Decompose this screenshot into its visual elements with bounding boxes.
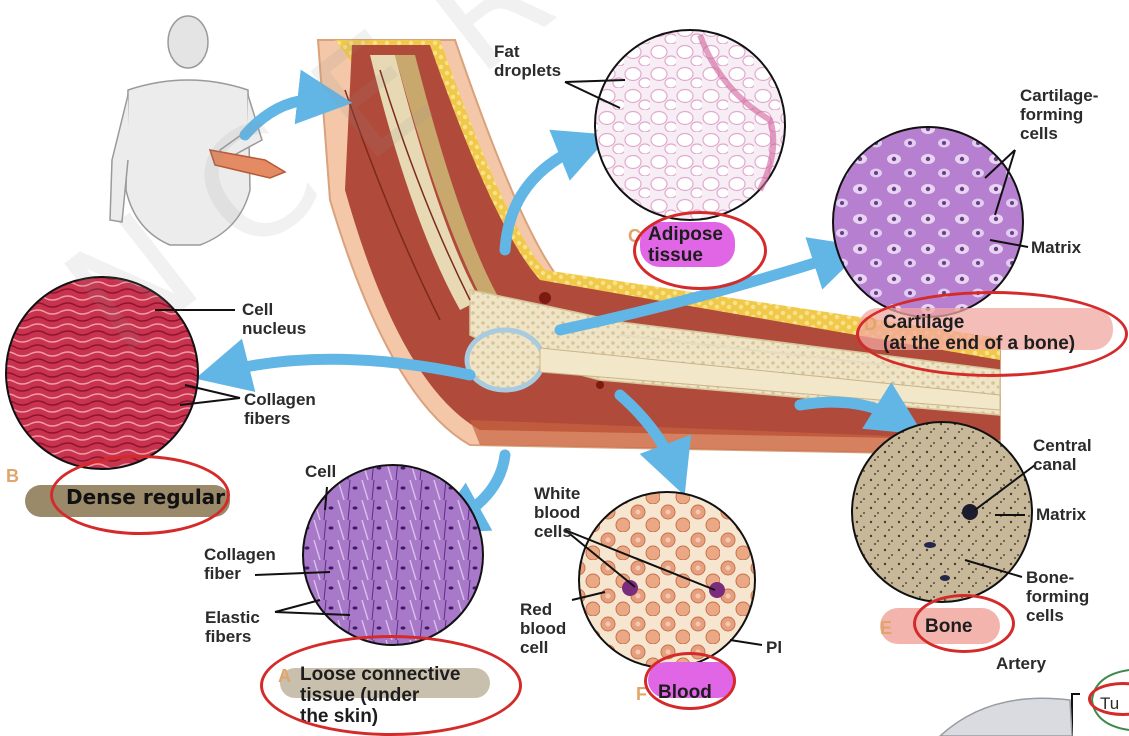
bone-matrix-label: Matrix bbox=[1036, 505, 1087, 524]
artery-title: Artery bbox=[996, 654, 1047, 673]
dense-ring bbox=[50, 455, 230, 535]
plasma-label: Pl bbox=[766, 638, 783, 657]
blood-letter: F bbox=[636, 684, 647, 704]
red-blood-cell-label: Red blood cell bbox=[520, 600, 567, 657]
arrows bbox=[195, 69, 924, 534]
cell-nucleus-label: Cell nucleus bbox=[242, 300, 307, 338]
leader-lines bbox=[155, 79, 1080, 736]
artery-partial-ring bbox=[1088, 682, 1129, 716]
loose-cell-label: Cell bbox=[305, 462, 337, 481]
blood-circle bbox=[578, 491, 756, 669]
elastic-fibers-label: Elastic fibers bbox=[205, 608, 260, 646]
collagen-fibers-label: Collagen fibers bbox=[244, 390, 316, 428]
blood-ring bbox=[644, 652, 736, 710]
bone-forming-cells-label: Bone- forming cells bbox=[1026, 568, 1090, 625]
bone-circle bbox=[851, 421, 1033, 603]
fat-droplets-label: Fat droplets bbox=[494, 42, 562, 80]
bone-letter: E bbox=[880, 618, 893, 638]
adipose-circle bbox=[594, 29, 786, 221]
cartilage-forming-cells-label: Cartilage- forming cells bbox=[1020, 86, 1099, 143]
cartilage-ring bbox=[856, 291, 1128, 377]
adipose-ring bbox=[633, 211, 767, 290]
collagen-fiber-label: Collagen fiber bbox=[204, 545, 276, 583]
cartilage-matrix-label: Matrix bbox=[1031, 238, 1082, 257]
cartilage-circle bbox=[832, 126, 1024, 318]
white-blood-cells-label: White blood cells bbox=[534, 484, 581, 541]
person-figure bbox=[109, 15, 287, 246]
loose-ring bbox=[260, 635, 522, 736]
dense-letter: B bbox=[6, 466, 19, 486]
bone-ring bbox=[913, 594, 1015, 653]
central-canal-label: Central canal bbox=[1033, 436, 1092, 474]
loose-circle bbox=[302, 464, 484, 646]
